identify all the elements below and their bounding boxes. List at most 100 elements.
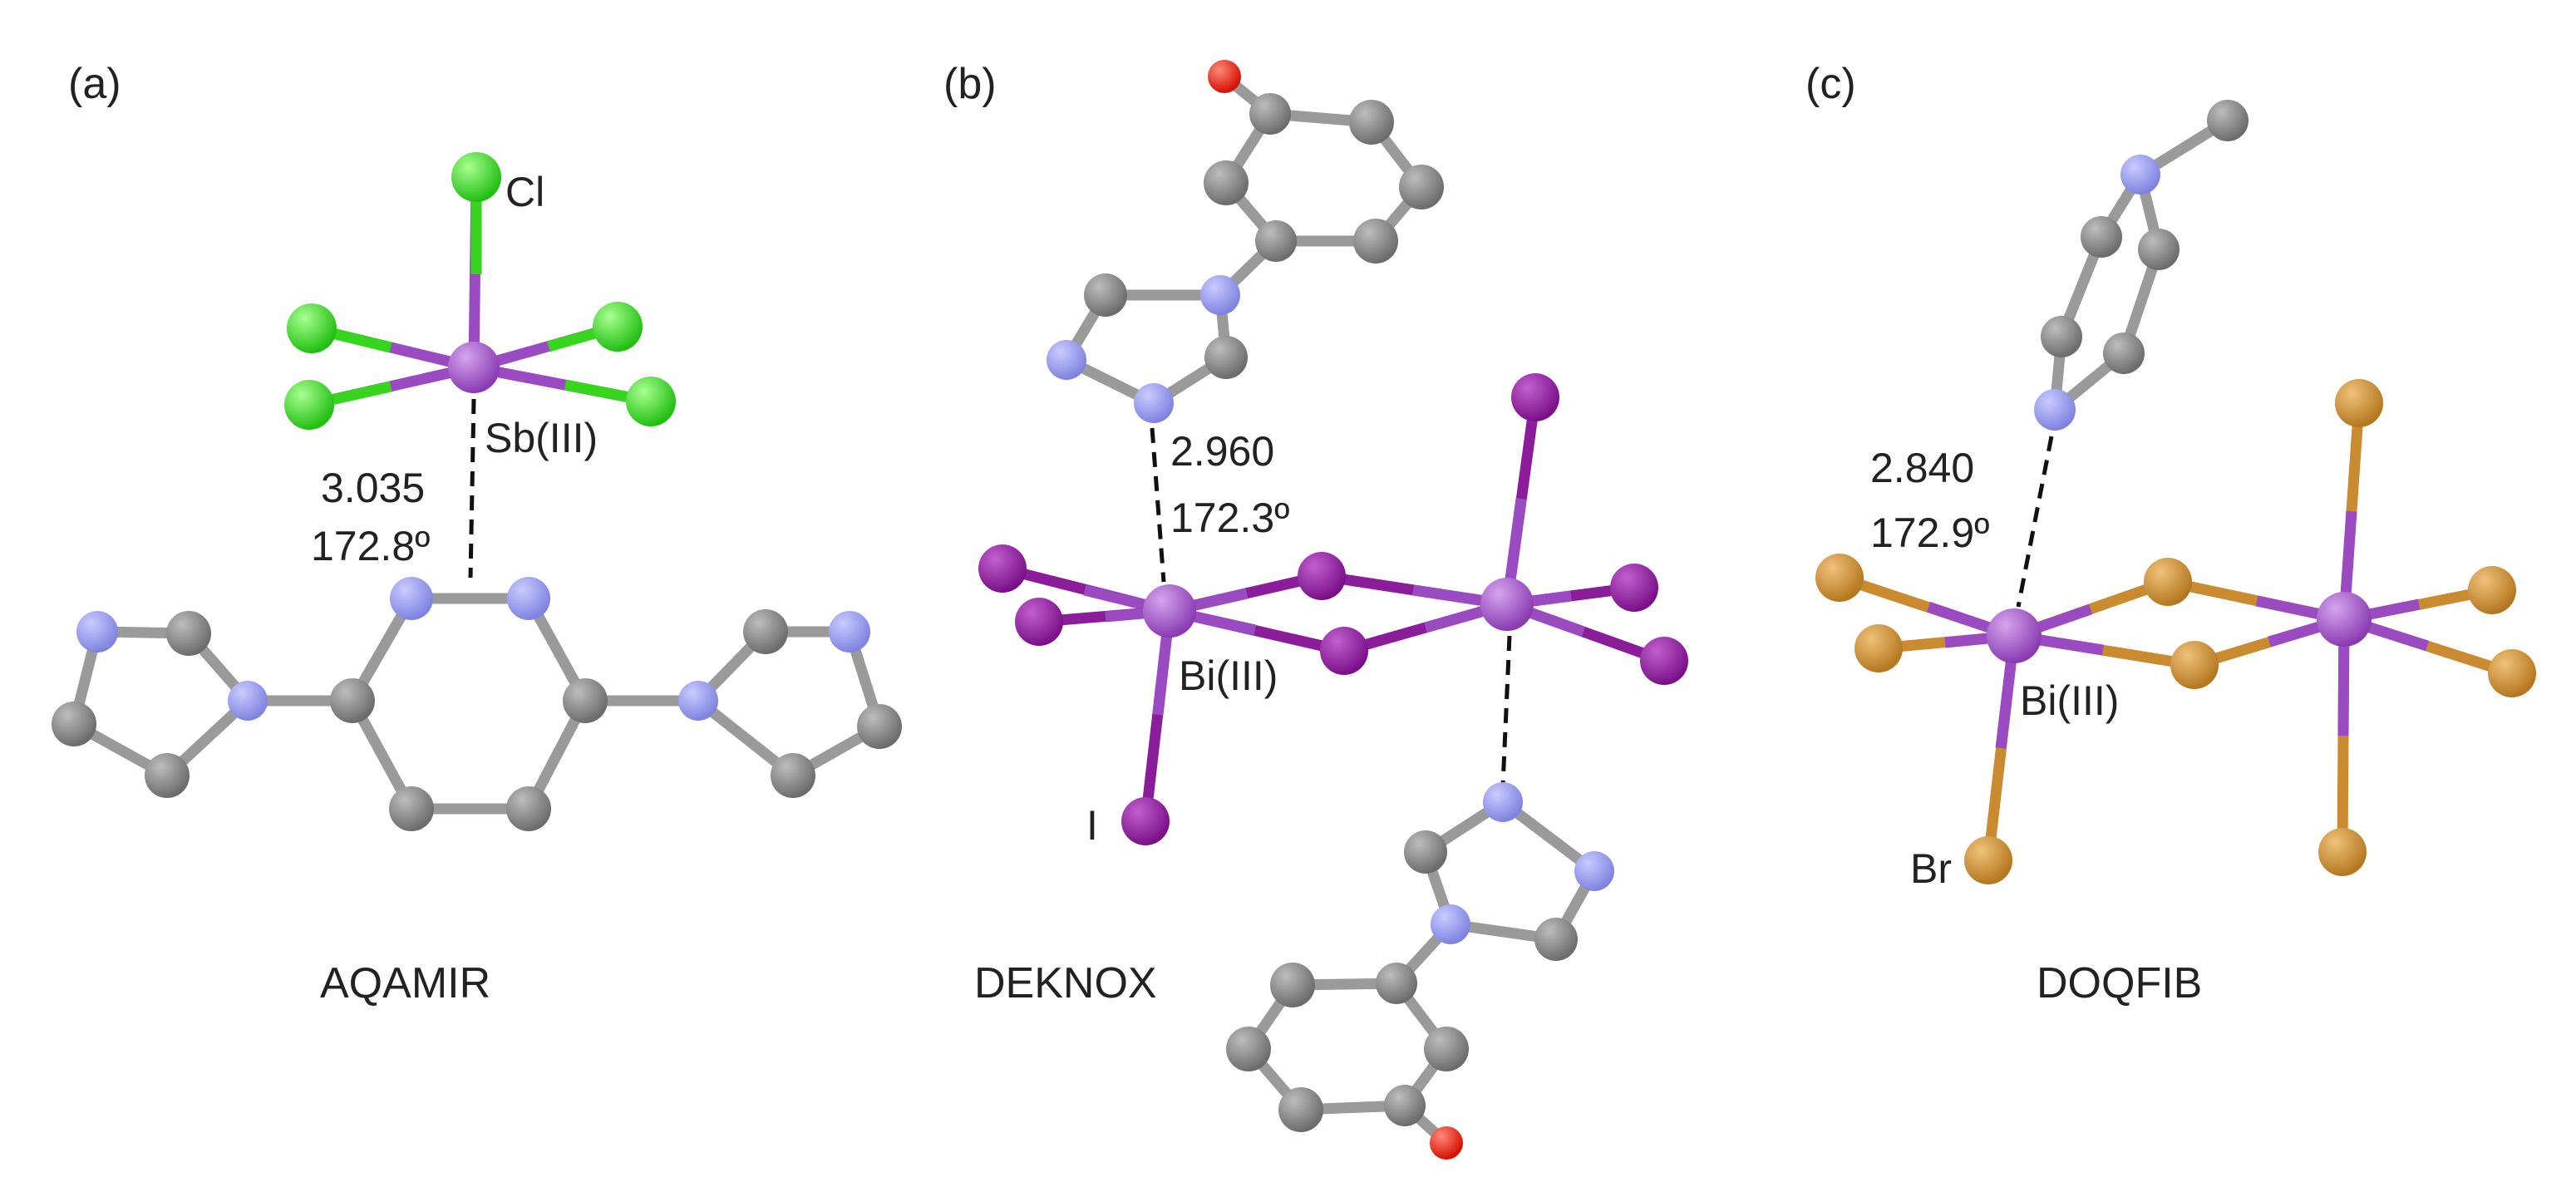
carbon-atom (1255, 220, 1297, 262)
bromine-atom (2488, 649, 2536, 697)
carbon-atom (1424, 1027, 1469, 1071)
chlorine-atom (626, 377, 676, 426)
carbon-atom (1534, 918, 1578, 961)
halogen-bond-contact (1150, 427, 1166, 583)
nitrogen-atom (2120, 155, 2160, 195)
panel-label-b: (b) (943, 60, 997, 108)
carbon-atom (2041, 316, 2082, 357)
carbon-atom (1376, 963, 1417, 1004)
oxygen-atom (1208, 60, 1241, 93)
carbon-atom (2138, 229, 2180, 270)
carbon-atom (1353, 219, 1398, 263)
carbon-atom (1204, 336, 1248, 379)
nitrogen-atom (1574, 851, 1614, 891)
bismuth-atom (1480, 578, 1534, 631)
panel-label-c: (c) (1805, 60, 1856, 108)
contact-angle: 172.8º (311, 523, 430, 569)
csd-refcode: AQAMIR (320, 959, 490, 1007)
halogen-label: Br (1910, 845, 1952, 892)
iodine-atom (1320, 627, 1368, 675)
nitrogen-atom (1047, 340, 1086, 380)
bromine-atom (2144, 558, 2192, 606)
bromine-atom (2468, 566, 2516, 614)
bromine-atom (1815, 554, 1864, 602)
carbon-atom (1226, 1027, 1271, 1071)
carbon-atom (1278, 1087, 1323, 1132)
csd-refcode: DOQFIB (2037, 959, 2202, 1007)
bromine-atom (1964, 836, 2012, 884)
chlorine-atom (593, 302, 643, 352)
nitrogen-atom (829, 611, 870, 653)
carbon-atom (166, 611, 211, 656)
iodine-atom (1015, 598, 1063, 646)
bismuth-atom (1143, 584, 1196, 638)
carbon-atom (1404, 830, 1447, 874)
metal-label: Sb(III) (485, 415, 598, 461)
iodine-atom (1511, 373, 1559, 421)
halogen-bond-contact (468, 398, 476, 579)
panel-c: (c) (1805, 60, 2536, 1007)
halogen-label: I (1086, 802, 1098, 849)
carbon-atom (1349, 100, 1394, 145)
bi2i8-bonds (1001, 396, 1667, 822)
nitrogen-atom (1200, 275, 1240, 315)
bromine-atom (2170, 641, 2219, 689)
metal-label: Bi(III) (1179, 653, 1278, 699)
chlorine-atom (287, 303, 337, 353)
bromine-atom (2335, 379, 2383, 427)
carbon-atom (145, 753, 190, 798)
iodine-atom (1640, 637, 1688, 685)
carbon-atom (771, 753, 815, 798)
nitrogen-atom (228, 681, 268, 721)
nitrogen-atom (1483, 782, 1523, 822)
carbon-atom (1399, 165, 1444, 209)
carbon-atom (2207, 100, 2248, 141)
carbon-atom (389, 786, 434, 831)
nitrogen-atom (678, 681, 718, 721)
bromine-atom (2318, 828, 2367, 876)
iodine-atom (1610, 564, 1658, 612)
nitrogen-atom (1134, 383, 1174, 423)
panel-a: (a) Cl Sb(III) 3.035 172.8º (52, 60, 902, 1007)
carbon-atom (1384, 1085, 1426, 1126)
contact-distance: 2.960 (1170, 428, 1274, 475)
panel-b: (b) (943, 60, 1688, 1160)
nitrogen-atom (2034, 389, 2076, 431)
carbon-atom (506, 786, 551, 831)
oxygen-atom (1430, 1126, 1463, 1160)
chlorine-atom (284, 380, 334, 430)
csd-refcode: DEKNOX (974, 959, 1157, 1007)
halogen-label: Cl (505, 169, 544, 215)
carbon-atom (2103, 332, 2145, 374)
contact-distance: 2.840 (1870, 445, 1974, 491)
carbon-atom (1270, 963, 1315, 1007)
contact-distance: 3.035 (321, 465, 425, 511)
antimony-atom (448, 342, 500, 393)
iodine-atom (1121, 797, 1170, 845)
bismuth-atom (1987, 608, 2042, 663)
carbon-atom (2081, 216, 2122, 258)
contact-angle: 172.9º (1870, 510, 1989, 556)
iodine-atom (978, 544, 1027, 593)
nitrogen-atom (1431, 904, 1470, 944)
carbon-atom (1084, 273, 1127, 317)
halogen-bond-contact (1500, 635, 1512, 786)
chlorine-atom (451, 152, 501, 202)
carbon-atom (743, 609, 788, 654)
halogen-bond-contact (2016, 436, 2054, 608)
panel-label-a: (a) (68, 60, 121, 108)
iodine-atom (1298, 552, 1346, 600)
carbon-atom (857, 704, 902, 749)
carbon-atom (330, 678, 375, 723)
carbon-atom (1204, 160, 1249, 205)
metal-label: Bi(III) (2020, 677, 2119, 724)
bismuth-atom (2317, 592, 2372, 647)
contact-angle: 172.3º (1170, 495, 1289, 541)
carbon-atom (52, 702, 96, 746)
nitrogen-atom (76, 611, 118, 653)
nitrogen-atom (390, 577, 433, 620)
nitrogen-atom (507, 577, 550, 620)
carbon-atom (563, 678, 608, 723)
bromine-atom (1854, 624, 1903, 672)
